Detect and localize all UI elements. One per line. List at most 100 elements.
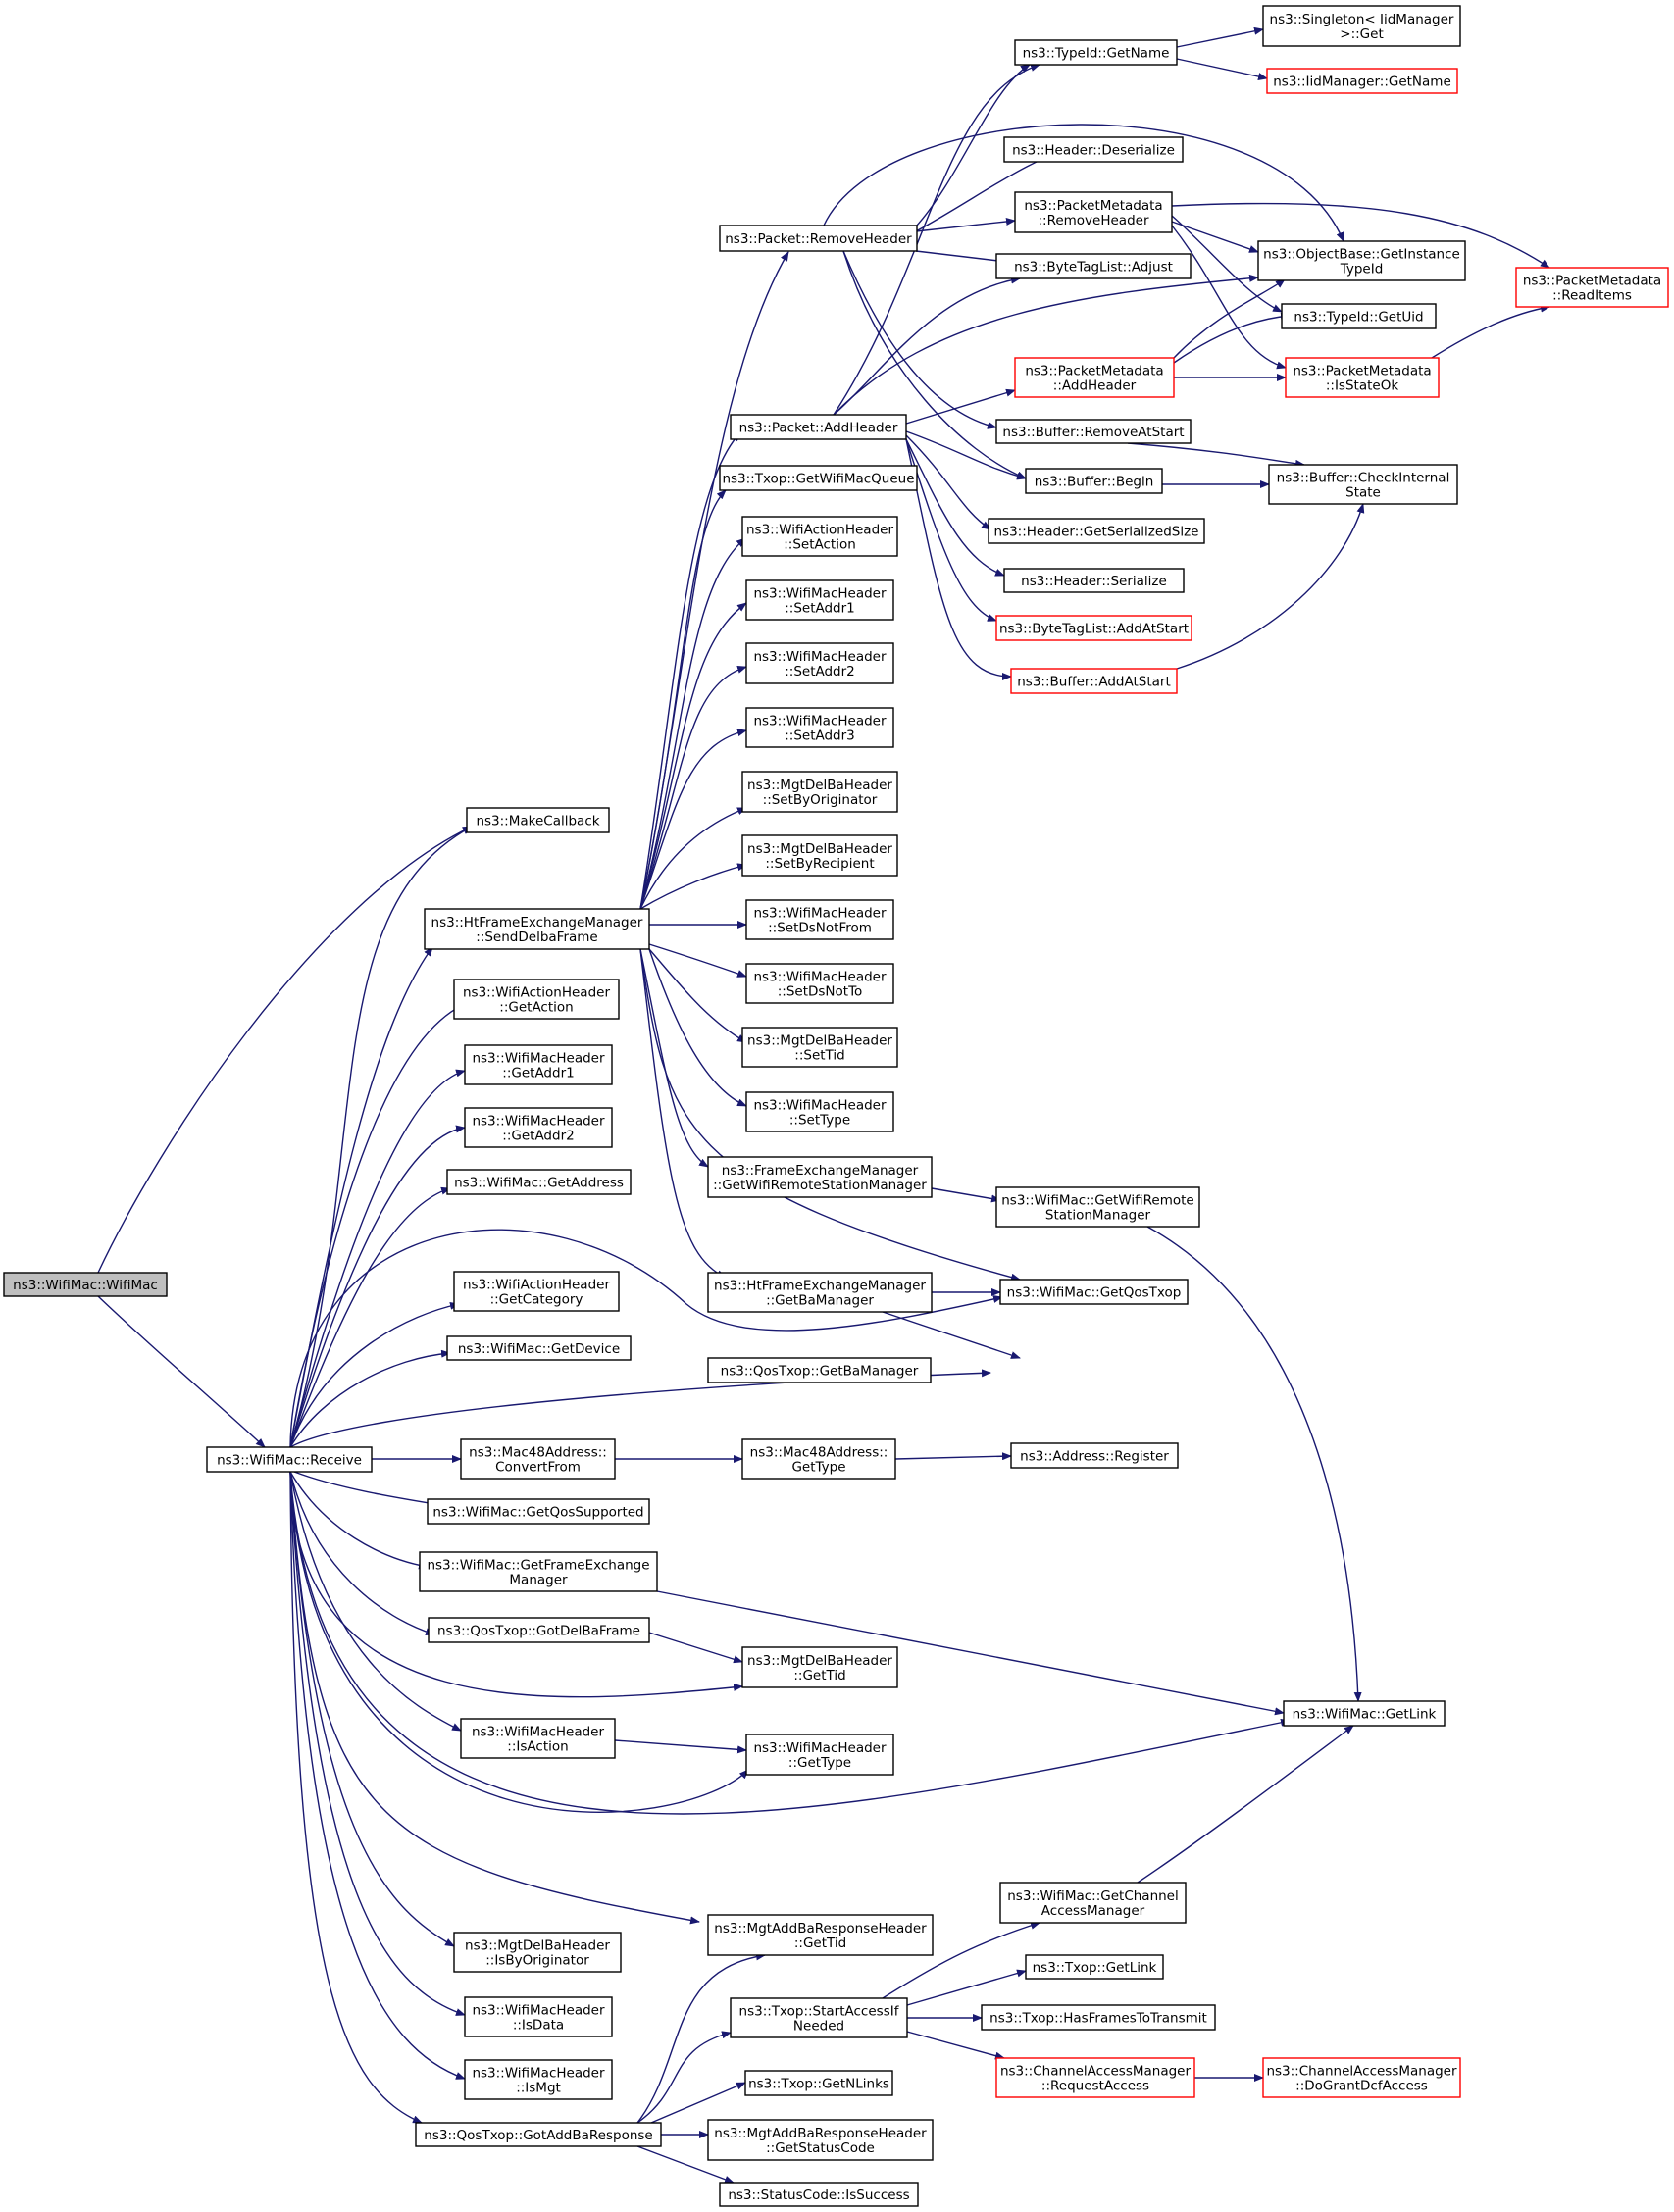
- node-box[interactable]: [1257, 240, 1466, 281]
- node-isByOrig[interactable]: ns3::MgtDelBaHeader::IsByOriginator: [453, 1932, 622, 1973]
- node-box[interactable]: [1285, 357, 1440, 398]
- node-box[interactable]: [427, 1498, 650, 1525]
- node-readItems[interactable]: ns3::PacketMetadata::ReadItems: [1515, 267, 1669, 308]
- node-btlAdjust[interactable]: ns3::ByteTagList::Adjust: [995, 253, 1192, 279]
- node-box[interactable]: [995, 419, 1192, 444]
- node-box[interactable]: [206, 1446, 373, 1473]
- node-box[interactable]: [1014, 39, 1178, 66]
- node-removeHeader[interactable]: ns3::Packet::RemoveHeader: [719, 225, 918, 252]
- node-box[interactable]: [464, 1044, 613, 1085]
- node-box[interactable]: [730, 414, 907, 440]
- node-actGetAction[interactable]: ns3::WifiActionHeader::GetAction: [453, 979, 620, 1020]
- node-pmRemove[interactable]: ns3::PacketMetadata::RemoveHeader: [1014, 191, 1173, 233]
- node-setAction[interactable]: ns3::WifiActionHeader::SetAction: [741, 516, 898, 557]
- node-getRsmMac[interactable]: ns3::WifiMac::GetWifiRemoteStationManage…: [995, 1186, 1200, 1228]
- node-box[interactable]: [1283, 1700, 1446, 1727]
- node-box[interactable]: [1003, 568, 1185, 593]
- node-getAddr2[interactable]: ns3::WifiMacHeader::GetAddr2: [464, 1107, 613, 1148]
- node-typeGetName[interactable]: ns3::TypeId::GetName: [1014, 39, 1178, 66]
- node-setByOrig[interactable]: ns3::MgtDelBaHeader::SetByOriginator: [741, 771, 898, 813]
- node-box[interactable]: [446, 1169, 632, 1195]
- node-convertFrom[interactable]: ns3::Mac48Address::ConvertFrom: [460, 1438, 616, 1480]
- node-box[interactable]: [3, 1272, 168, 1297]
- node-setAddr3[interactable]: ns3::WifiMacHeader::SetAddr3: [745, 707, 894, 748]
- node-pmAdd[interactable]: ns3::PacketMetadata::AddHeader: [1014, 357, 1175, 398]
- node-box[interactable]: [707, 1156, 933, 1198]
- node-box[interactable]: [464, 2059, 613, 2100]
- node-box[interactable]: [741, 834, 898, 877]
- node-sendDelba[interactable]: ns3::HtFrameExchangeManager::SendDelbaFr…: [424, 908, 650, 950]
- node-macGetLink[interactable]: ns3::WifiMac::GetLink: [1283, 1700, 1446, 1727]
- node-box[interactable]: [730, 1997, 908, 2038]
- node-bufAdd[interactable]: ns3::Buffer::AddAtStart: [1010, 668, 1178, 694]
- node-box[interactable]: [995, 1186, 1200, 1228]
- node-receive[interactable]: ns3::WifiMac::Receive: [206, 1446, 373, 1473]
- node-setAddr2[interactable]: ns3::WifiMacHeader::SetAddr2: [745, 642, 894, 684]
- node-box[interactable]: [744, 2070, 893, 2096]
- node-hdrSize[interactable]: ns3::Header::GetSerializedSize: [988, 518, 1205, 544]
- node-box[interactable]: [1014, 191, 1173, 233]
- node-txopGetLink[interactable]: ns3::Txop::GetLink: [1025, 1954, 1164, 1980]
- node-box[interactable]: [453, 1271, 620, 1312]
- node-box[interactable]: [707, 2119, 934, 2161]
- node-iidGetName[interactable]: ns3::IidManager::GetName: [1266, 68, 1458, 94]
- node-box[interactable]: [1268, 464, 1458, 505]
- node-box[interactable]: [1262, 2057, 1461, 2098]
- node-box[interactable]: [995, 2057, 1195, 2098]
- node-box[interactable]: [719, 225, 918, 252]
- node-addrReg[interactable]: ns3::Address::Register: [1010, 1442, 1179, 1469]
- node-gotAddba[interactable]: ns3::QosTxop::GotAddBaResponse: [415, 2122, 662, 2147]
- node-box[interactable]: [995, 253, 1192, 279]
- node-getNLinks[interactable]: ns3::Txop::GetNLinks: [744, 2070, 893, 2096]
- node-addHeader[interactable]: ns3::Packet::AddHeader: [730, 414, 907, 440]
- node-box[interactable]: [745, 899, 894, 940]
- node-singleton[interactable]: ns3::Singleton< IidManager >::Get: [1262, 5, 1461, 47]
- node-box[interactable]: [466, 807, 610, 833]
- node-box[interactable]: [999, 1882, 1187, 1924]
- node-getRsm[interactable]: ns3::FrameExchangeManager::GetWifiRemote…: [707, 1156, 933, 1198]
- node-reqAccess[interactable]: ns3::ChannelAccessManager::RequestAccess: [995, 2057, 1195, 2098]
- node-box[interactable]: [995, 615, 1192, 641]
- node-box[interactable]: [1281, 303, 1437, 329]
- node-box[interactable]: [745, 707, 894, 748]
- node-box[interactable]: [745, 579, 894, 621]
- node-box[interactable]: [719, 2182, 919, 2207]
- node-doGrant[interactable]: ns3::ChannelAccessManager::DoGrantDcfAcc…: [1262, 2057, 1461, 2098]
- node-box[interactable]: [981, 2004, 1216, 2031]
- node-makecallback[interactable]: ns3::MakeCallback: [466, 807, 610, 833]
- node-box[interactable]: [741, 771, 898, 813]
- node-box[interactable]: [1262, 5, 1461, 47]
- node-box[interactable]: [1014, 357, 1175, 398]
- node-hasFrames[interactable]: ns3::Txop::HasFramesToTransmit: [981, 2004, 1216, 2031]
- node-addbaGetTid[interactable]: ns3::MgtAddBaResponseHeader::GetTid: [707, 1914, 934, 1956]
- node-setDsNotTo[interactable]: ns3::WifiMacHeader::SetDsNotTo: [745, 963, 894, 1004]
- node-getAddress[interactable]: ns3::WifiMac::GetAddress: [446, 1169, 632, 1195]
- node-box[interactable]: [741, 1438, 896, 1480]
- node-getQosSupported[interactable]: ns3::WifiMac::GetQosSupported: [427, 1498, 650, 1525]
- node-getQosTxop[interactable]: ns3::WifiMac::GetQosTxop: [999, 1279, 1189, 1305]
- node-macGetType[interactable]: ns3::Mac48Address::GetType: [741, 1438, 896, 1480]
- node-getQueue[interactable]: ns3::Txop::GetWifiMacQueue: [719, 465, 918, 491]
- node-box[interactable]: [424, 908, 650, 950]
- node-box[interactable]: [1025, 468, 1163, 494]
- node-box[interactable]: [741, 516, 898, 557]
- node-getUid[interactable]: ns3::TypeId::GetUid: [1281, 303, 1437, 329]
- node-setByRecip[interactable]: ns3::MgtDelBaHeader::SetByRecipient: [741, 834, 898, 877]
- node-box[interactable]: [446, 1335, 632, 1361]
- node-box[interactable]: [1266, 68, 1458, 94]
- node-box[interactable]: [707, 1914, 934, 1956]
- node-box[interactable]: [745, 642, 894, 684]
- node-root[interactable]: ns3::WifiMac::WifiMac: [3, 1272, 168, 1297]
- node-delGetTid[interactable]: ns3::MgtDelBaHeader::GetTid: [741, 1646, 898, 1688]
- node-box[interactable]: [1515, 267, 1669, 308]
- node-box[interactable]: [415, 2122, 662, 2147]
- node-htGetBa[interactable]: ns3::HtFrameExchangeManager::GetBaManage…: [707, 1272, 933, 1313]
- node-box[interactable]: [719, 465, 918, 491]
- node-getDevice[interactable]: ns3::WifiMac::GetDevice: [446, 1335, 632, 1361]
- node-box[interactable]: [741, 1027, 898, 1068]
